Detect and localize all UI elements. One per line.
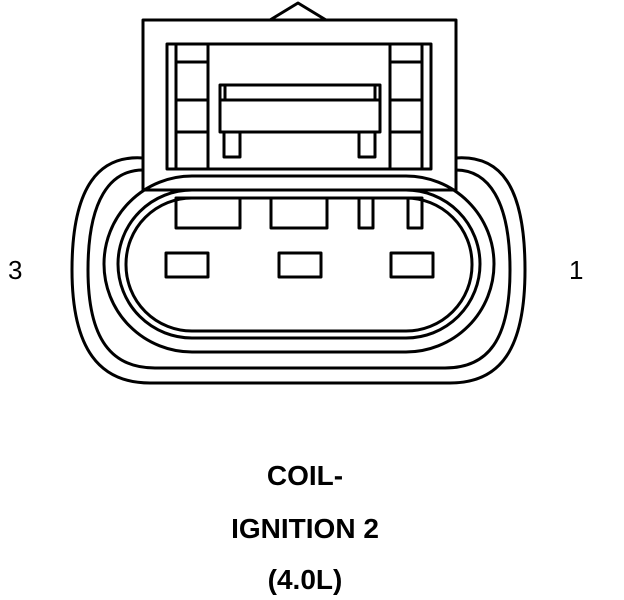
caption-line-1: COIL-: [266, 460, 344, 491]
housing-outer-body: [70, 156, 527, 385]
terminal-guide: [269, 196, 329, 230]
connector-inner-frame: [165, 42, 433, 171]
pin-cavity-3: [164, 251, 210, 279]
caption-line-2: IGNITION 2: [231, 513, 379, 544]
pin-number-right: 1: [569, 255, 584, 285]
pin-number-left: 3: [8, 255, 23, 285]
caption-line-3: (4.0L): [267, 564, 343, 595]
housing-shell-3: [124, 196, 474, 333]
connector-latch: [269, 1, 327, 22]
pin-cavity-2: [277, 251, 323, 279]
lock-bar: [218, 83, 382, 134]
pin-cavity-1: [389, 251, 435, 279]
terminal-guide: [174, 196, 242, 230]
terminal-guide: [406, 196, 424, 230]
housing-shell-2: [116, 188, 482, 340]
housing-shell-1: [102, 174, 496, 354]
terminal-guide: [357, 196, 375, 230]
